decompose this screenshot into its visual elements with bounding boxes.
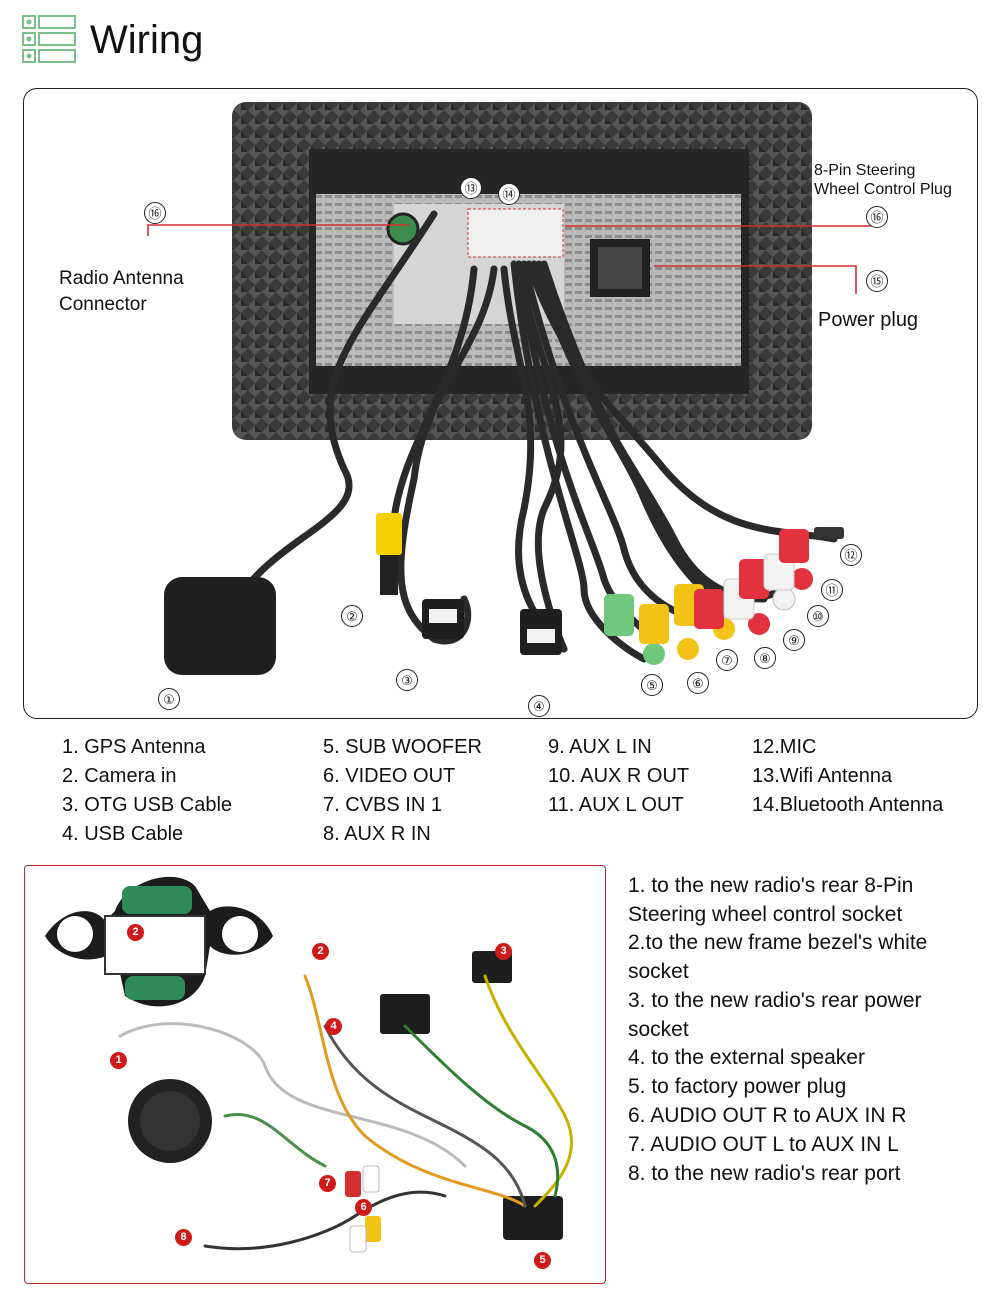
note-line: 8. to the new radio's rear port <box>628 1162 901 1185</box>
page-title: Wiring <box>90 18 204 62</box>
note-line: Steering wheel control socket <box>628 903 903 926</box>
legend-item: 4. USB Cable <box>62 823 184 845</box>
callout-12: ⑫ <box>840 544 862 566</box>
callout-13: ⑬ <box>460 177 482 199</box>
harness-photo <box>45 876 573 1253</box>
legend-item: 1. GPS Antenna <box>62 736 206 758</box>
note-line: socket <box>628 960 689 983</box>
callout-5: ⑤ <box>641 674 663 696</box>
callout-1: ① <box>158 688 180 710</box>
legend-item: 2. Camera in <box>62 765 177 787</box>
harness-marker-7: 7 <box>319 1175 336 1192</box>
callout-2: ② <box>341 605 363 627</box>
legend-item: 14.Bluetooth Antenna <box>752 794 944 816</box>
connector-label: Connector <box>59 294 147 315</box>
legend-item: 9. AUX L IN <box>548 736 652 758</box>
steering-label-line1: 8-Pin Steering <box>814 162 916 179</box>
harness-photo-panel: 2 2 3 4 1 7 6 8 5 <box>24 865 606 1284</box>
note-line: 6. AUDIO OUT R to AUX IN R <box>628 1104 907 1127</box>
harness-marker-5: 5 <box>534 1252 551 1269</box>
callout-4: ④ <box>528 695 550 717</box>
legend-item: 10. AUX R OUT <box>548 765 690 787</box>
callout-9: ⑨ <box>783 629 805 651</box>
note-line: 2.to the new frame bezel's white <box>628 931 928 954</box>
legend-item: 3. OTG USB Cable <box>62 794 233 816</box>
note-line: 7. AUDIO OUT L to AUX IN L <box>628 1133 899 1156</box>
legend-item: 11. AUX L OUT <box>548 794 684 816</box>
harness-marker-4: 4 <box>325 1018 342 1035</box>
callout-6: ⑥ <box>687 672 709 694</box>
harness-marker-1: 1 <box>110 1052 127 1069</box>
note-line: socket <box>628 1018 689 1041</box>
callout-16-right: ⑯ <box>866 206 888 228</box>
callout-10: ⑩ <box>807 605 829 627</box>
note-line: 4. to the external speaker <box>628 1046 865 1069</box>
note-line: 3. to the new radio's rear power <box>628 989 922 1012</box>
radio-antenna-label: Radio Antenna <box>59 268 184 289</box>
harness-marker-2a: 2 <box>127 924 144 941</box>
legend-item: 6. VIDEO OUT <box>323 765 456 787</box>
wiring-photo-panel: ⑯ Radio Antenna Connector ⑬ ⑭ 8-Pin Stee… <box>23 88 978 719</box>
callout-16-left: ⑯ <box>144 202 166 224</box>
list-icon <box>22 14 76 64</box>
note-line: 5. to factory power plug <box>628 1075 847 1098</box>
callout-8: ⑧ <box>754 647 776 669</box>
note-line: 1. to the new radio's rear 8-Pin <box>628 874 914 897</box>
power-plug-label: Power plug <box>818 309 919 331</box>
legend-item: 8. AUX R IN <box>323 823 431 845</box>
harness-marker-2b: 2 <box>312 943 329 960</box>
harness-marker-6: 6 <box>355 1199 372 1216</box>
callout-15: ⑮ <box>866 270 888 292</box>
harness-marker-8: 8 <box>175 1229 192 1246</box>
callout-7: ⑦ <box>716 649 738 671</box>
steering-label-line2: Wheel Control Plug <box>814 181 952 198</box>
callout-14: ⑭ <box>498 183 520 205</box>
legend-item: 5. SUB WOOFER <box>323 736 482 758</box>
callout-11: ⑪ <box>821 579 843 601</box>
legend-item: 12.MIC <box>752 736 817 758</box>
legend-item: 13.Wifi Antenna <box>752 765 893 787</box>
wiring-photo <box>147 102 880 675</box>
harness-marker-3: 3 <box>495 943 512 960</box>
legend-item: 7. CVBS IN 1 <box>323 794 442 816</box>
callout-3: ③ <box>396 669 418 691</box>
